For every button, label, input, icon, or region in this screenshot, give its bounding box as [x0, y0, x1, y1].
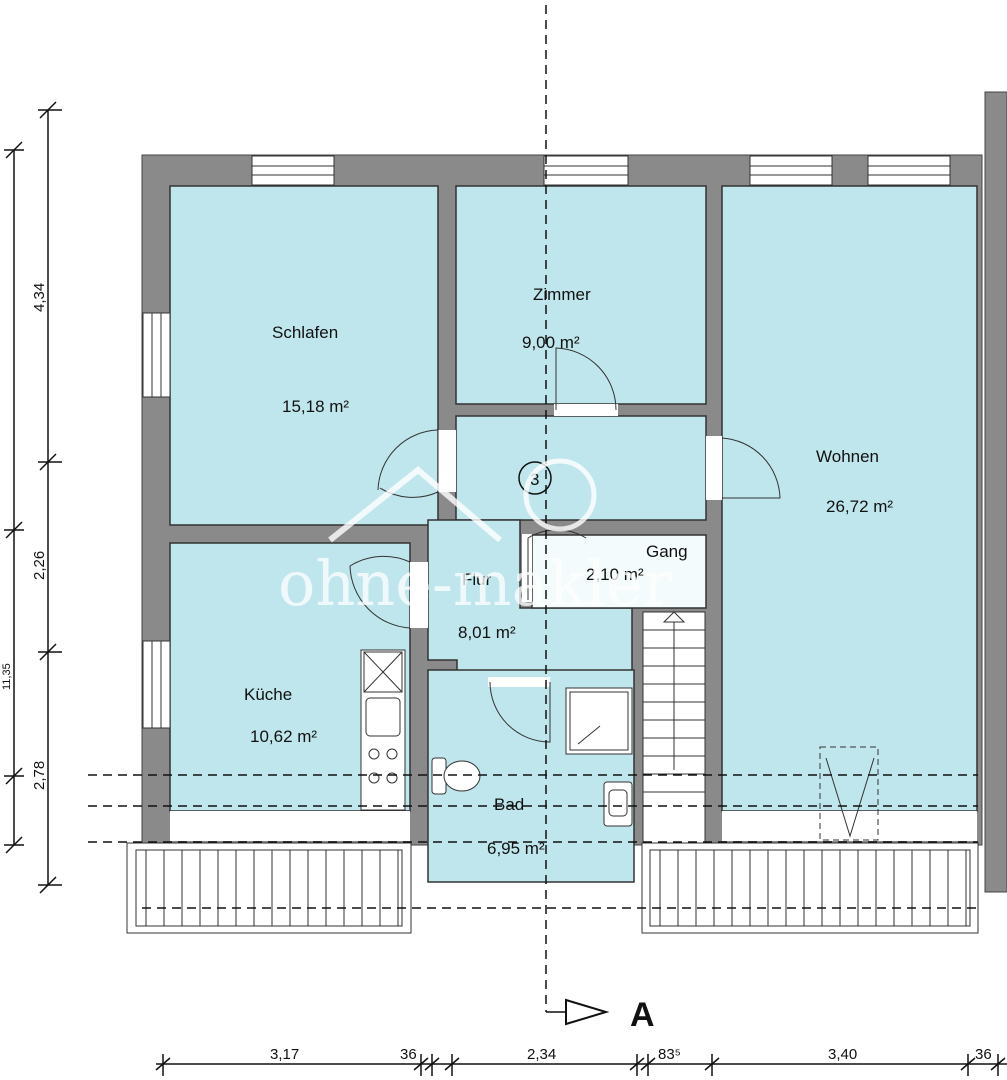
room-name-flur: Flur [462, 570, 492, 589]
lower-strip-right [722, 811, 977, 841]
bathroom-fixtures [431, 687, 633, 827]
balcony-right [641, 842, 979, 934]
left-dimensions: 4,34 2,26 2,78 11,35 [1, 101, 62, 894]
dim-bottom-6: 36 [975, 1046, 992, 1063]
section-label: A [630, 996, 655, 1034]
dim-left-total: 11,35 [1, 663, 13, 690]
room-schlafen [169, 185, 439, 526]
room-area-flur: 8,01 m² [458, 623, 516, 642]
room-area-wohnen: 26,72 m² [826, 497, 893, 516]
dim-bottom-3: 2,34 [527, 1046, 556, 1063]
right-building-wall [984, 91, 1007, 893]
dim-bottom-4: 83⁵ [658, 1046, 681, 1063]
dim-left-3: 2,78 [31, 761, 48, 790]
room-name-schlafen: Schlafen [272, 323, 338, 342]
roof-hatch [819, 746, 879, 841]
room-name-bad: Bad [494, 795, 524, 814]
kitchen-counter [360, 649, 406, 811]
step-marker-circle [518, 461, 552, 495]
dim-left-2: 2,26 [31, 551, 48, 580]
dim-bottom-5: 3,40 [828, 1046, 857, 1063]
doors [349, 347, 781, 743]
room-area-schlafen: 15,18 m² [282, 397, 349, 416]
room-name-kueche: Küche [244, 685, 292, 704]
room-area-kueche: 10,62 m² [250, 727, 317, 746]
section-lines [88, 5, 978, 1026]
room-name-zimmer: Zimmer [533, 285, 591, 304]
dim-left-1: 4,34 [31, 283, 48, 312]
balcony-left [126, 842, 412, 934]
lower-strip-left [170, 811, 410, 841]
room-name-gang: Gang [646, 542, 688, 561]
dim-bottom-2: 36 [400, 1046, 417, 1063]
room-zimmer [455, 185, 707, 405]
bottom-dimensions: 3,17 36 2,34 83⁵ 3,40 36 [155, 1046, 1007, 1076]
room-area-bad: 6,95 m² [487, 839, 545, 858]
staircase [642, 611, 706, 845]
watermark: ohne-makler [278, 547, 673, 620]
step-marker-label: 3 [530, 470, 539, 489]
dim-bottom-1: 3,17 [270, 1046, 299, 1063]
room-name-wohnen: Wohnen [816, 447, 879, 466]
room-area-zimmer: 9,00 m² [522, 333, 580, 352]
windows [142, 155, 951, 729]
watermark-logo [328, 458, 597, 543]
room-gang [531, 534, 707, 609]
room-area-gang: 2,10 m² [586, 565, 644, 584]
